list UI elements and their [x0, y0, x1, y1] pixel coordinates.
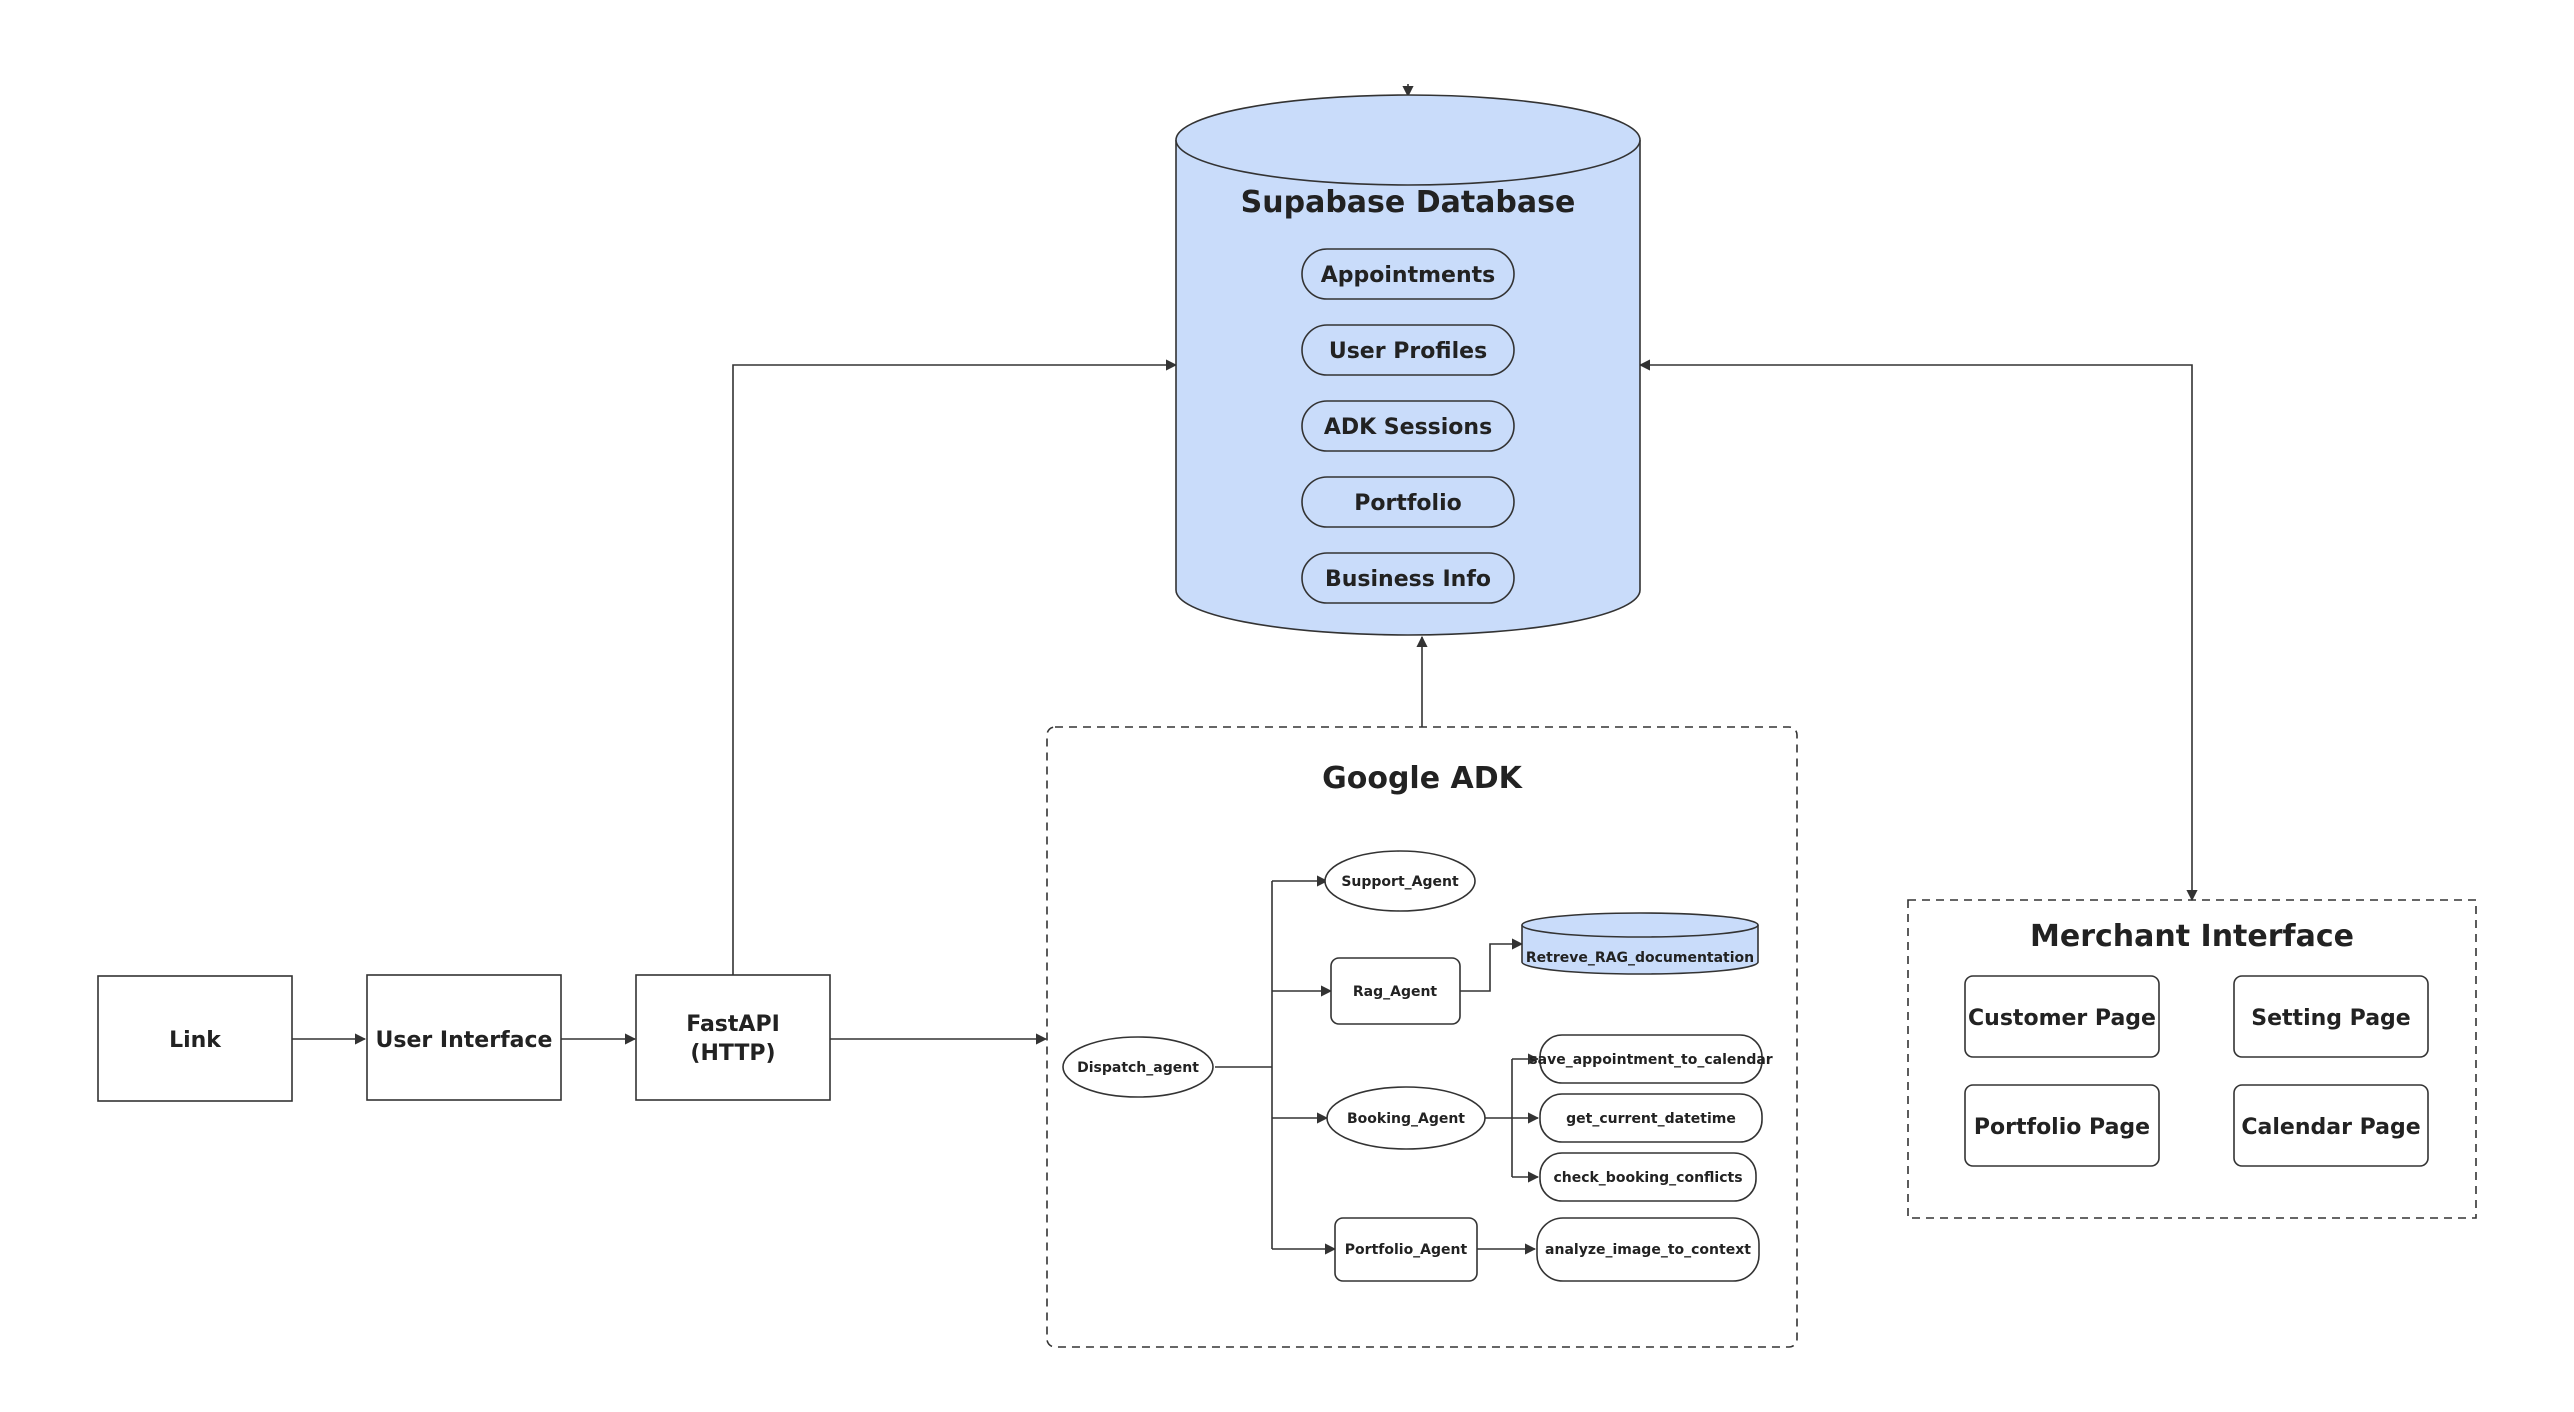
- tool-label: get_current_datetime: [1566, 1111, 1736, 1127]
- rag-documentation-store[interactable]: Retreve_RAG_documentation: [1521, 912, 1759, 975]
- booking-agent-label: Booking_Agent: [1347, 1111, 1465, 1127]
- support-agent-node[interactable]: Support_Agent: [1324, 850, 1476, 912]
- google-adk-title: Google ADK: [1322, 761, 1524, 796]
- table-user-profiles[interactable]: User Profiles: [1301, 324, 1515, 376]
- tool-get-current-datetime[interactable]: get_current_datetime: [1539, 1093, 1763, 1143]
- table-business-info[interactable]: Business Info: [1301, 552, 1515, 604]
- support-agent-label: Support_Agent: [1341, 874, 1459, 890]
- customer-page-box[interactable]: Customer Page: [1964, 975, 2160, 1058]
- table-portfolio[interactable]: Portfolio: [1301, 476, 1515, 528]
- portfolio-agent-label: Portfolio_Agent: [1345, 1242, 1468, 1258]
- table-label: ADK Sessions: [1324, 415, 1492, 440]
- page-label: Setting Page: [2251, 1006, 2410, 1031]
- tool-label: analyze_image_to_context: [1545, 1242, 1751, 1258]
- page-label: Customer Page: [1968, 1006, 2156, 1031]
- setting-page-box[interactable]: Setting Page: [2233, 975, 2429, 1058]
- portfolio-page-box[interactable]: Portfolio Page: [1964, 1084, 2160, 1167]
- rag-agent-node[interactable]: Rag_Agent: [1330, 957, 1461, 1025]
- fastapi-box[interactable]: FastAPI (HTTP): [635, 974, 831, 1101]
- connectors: [292, 84, 2198, 1255]
- google-adk-container: Google ADK Dispatch_agent Support_Agent …: [1046, 726, 1798, 1348]
- tool-label: check_booking_conflicts: [1553, 1170, 1742, 1186]
- tool-analyze-image[interactable]: analyze_image_to_context: [1536, 1217, 1760, 1282]
- rag-agent-label: Rag_Agent: [1353, 984, 1438, 1000]
- page-label: Portfolio Page: [1974, 1115, 2150, 1140]
- rag-to-store-arrow: [1460, 938, 1524, 992]
- fastapi-to-database-arrow: [732, 359, 1178, 975]
- user-interface-box[interactable]: User Interface: [366, 974, 562, 1101]
- table-appointments[interactable]: Appointments: [1301, 248, 1515, 300]
- dispatch-agent-node[interactable]: Dispatch_agent: [1062, 1036, 1214, 1098]
- database-merchant-arrow: [1638, 359, 2198, 902]
- fastapi-protocol-label: (HTTP): [690, 1041, 775, 1066]
- calendar-page-box[interactable]: Calendar Page: [2233, 1084, 2429, 1167]
- merchant-interface-container: Merchant Interface Customer Page Setting…: [1907, 899, 2477, 1219]
- merchant-interface-title: Merchant Interface: [2030, 919, 2354, 954]
- portfolio-agent-node[interactable]: Portfolio_Agent: [1334, 1217, 1478, 1282]
- tool-label: save_appointment_to_calendar: [1529, 1052, 1772, 1068]
- database-cylinder-body: [1175, 140, 1641, 636]
- table-label: Business Info: [1325, 567, 1491, 592]
- user-interface-label: User Interface: [376, 1028, 553, 1053]
- database-cylinder-top: [1175, 94, 1641, 186]
- rag-store-label: Retreve_RAG_documentation: [1526, 950, 1754, 966]
- link-label: Link: [169, 1028, 222, 1053]
- table-label: Appointments: [1321, 263, 1495, 288]
- tool-check-booking-conflicts[interactable]: check_booking_conflicts: [1539, 1152, 1757, 1202]
- table-adk-sessions[interactable]: ADK Sessions: [1301, 400, 1515, 452]
- table-label: User Profiles: [1329, 339, 1487, 364]
- dispatch-agent-label: Dispatch_agent: [1077, 1060, 1199, 1076]
- link-box[interactable]: Link: [97, 975, 293, 1102]
- page-label: Calendar Page: [2241, 1115, 2420, 1140]
- tool-save-appointment[interactable]: save_appointment_to_calendar: [1529, 1034, 1773, 1084]
- table-label: Portfolio: [1354, 491, 1462, 516]
- booking-agent-node[interactable]: Booking_Agent: [1326, 1086, 1486, 1150]
- database-title: Supabase Database: [1241, 185, 1576, 220]
- fastapi-label: FastAPI: [686, 1012, 780, 1037]
- supabase-database: Supabase Database Appointments User Prof…: [1175, 94, 1641, 636]
